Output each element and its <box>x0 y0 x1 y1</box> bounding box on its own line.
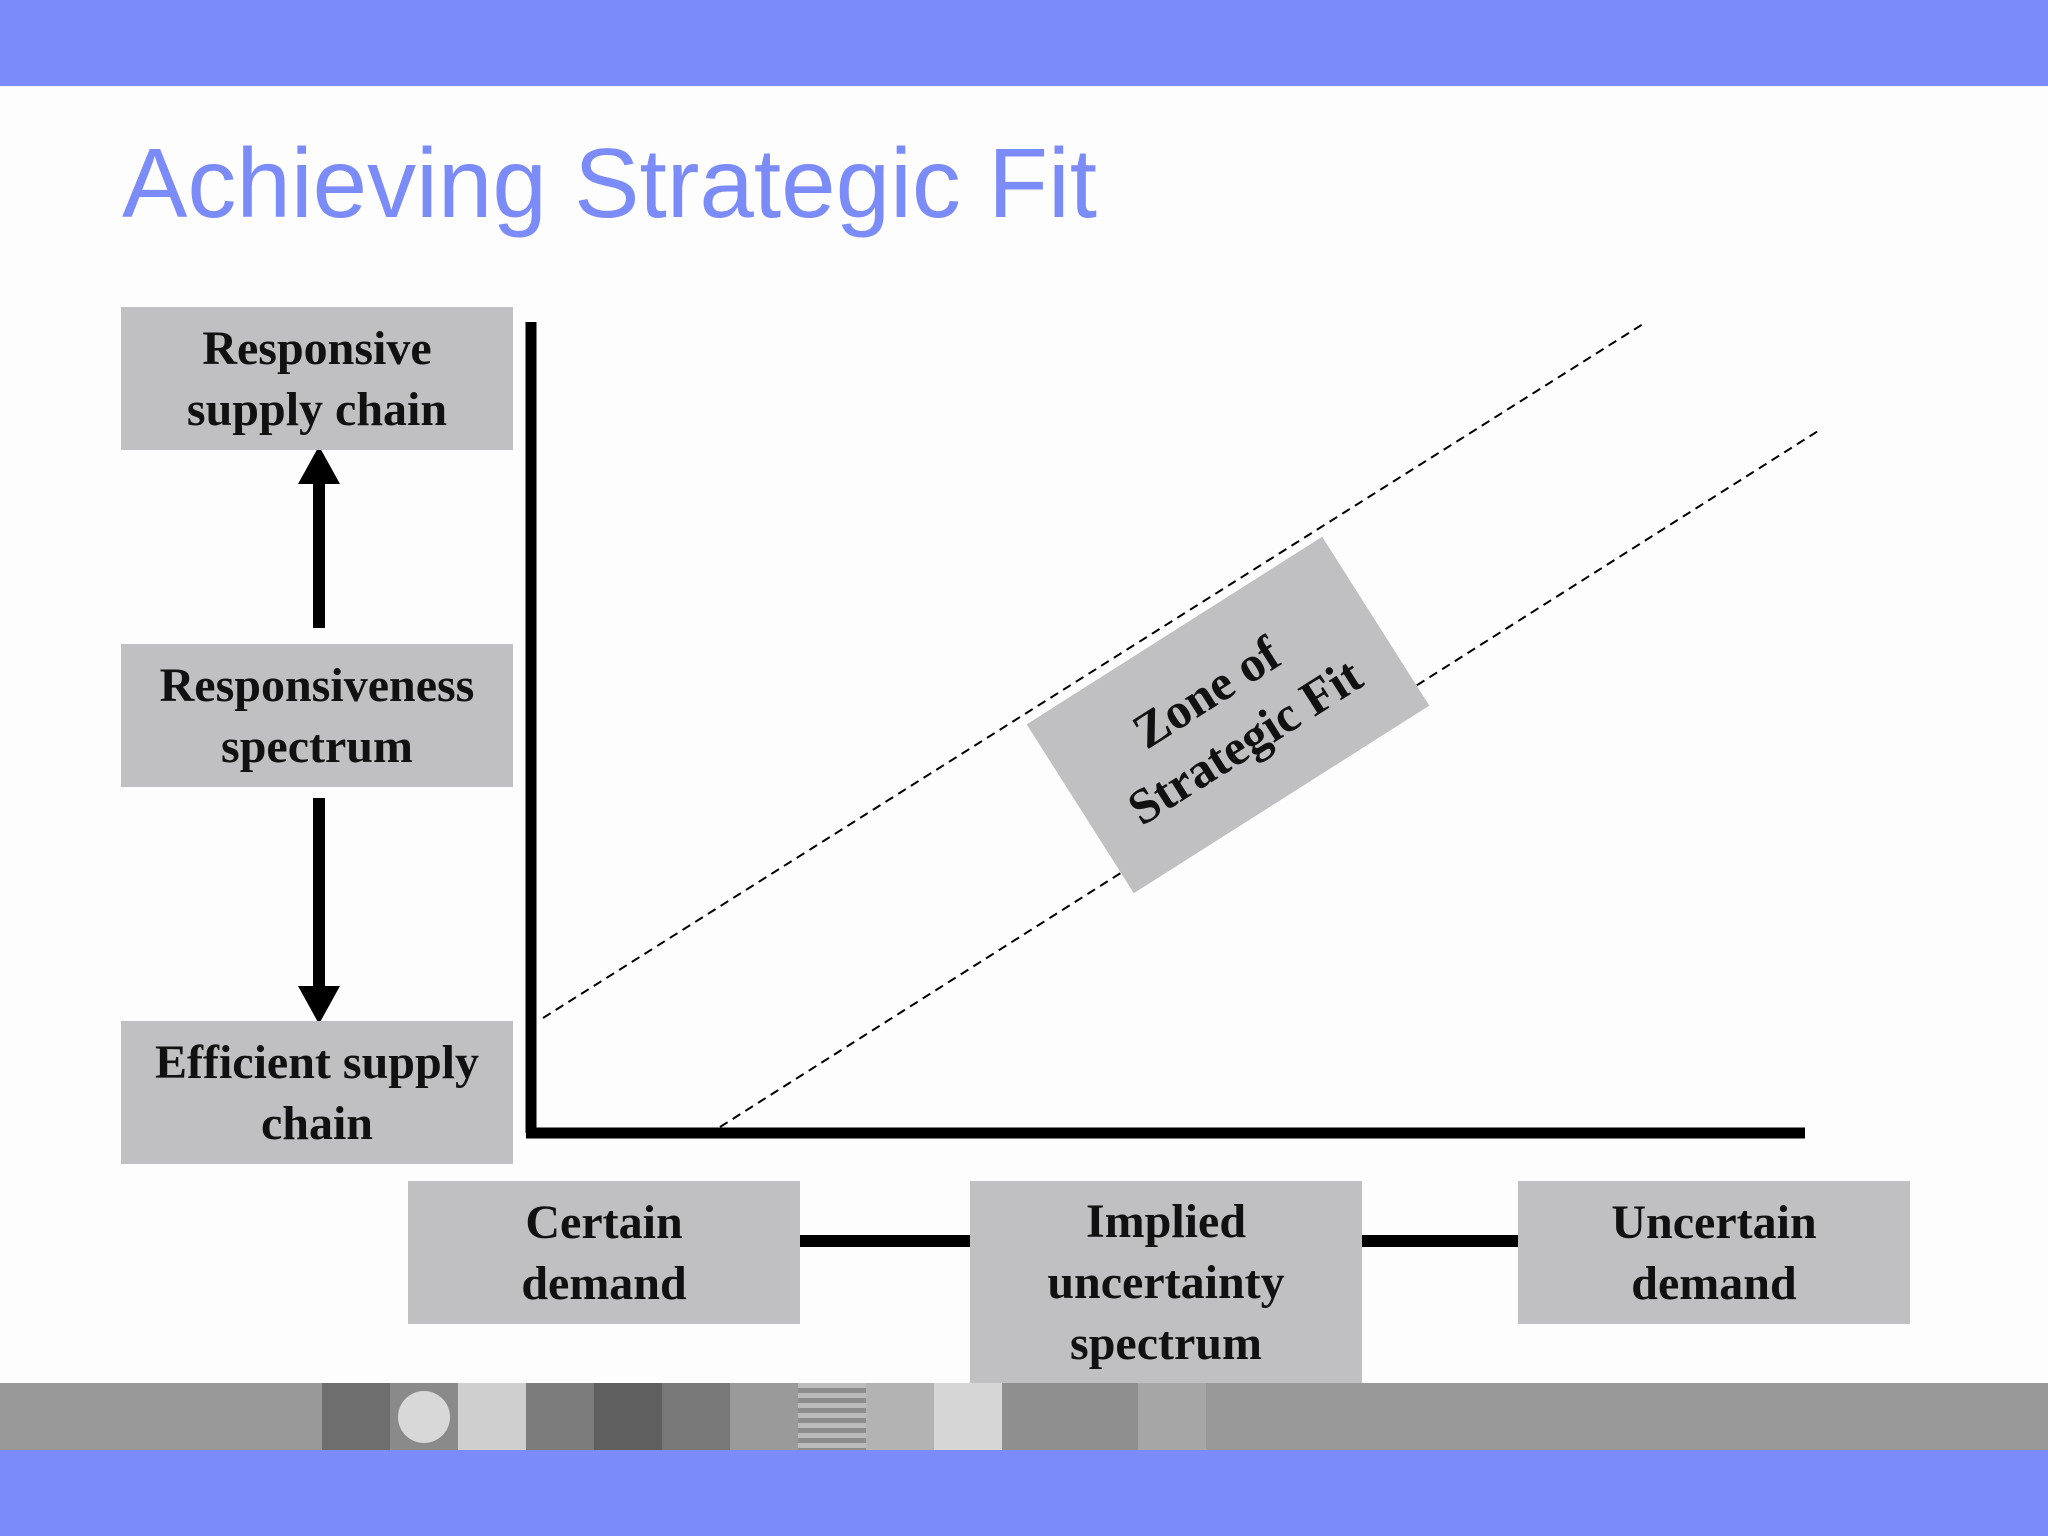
photo-tile <box>934 1383 1002 1450</box>
responsiveness-spectrum-label: Responsiveness spectrum <box>159 658 475 773</box>
responsiveness-spectrum-box: Responsiveness spectrum <box>121 644 513 787</box>
top-accent-band <box>0 0 2048 86</box>
arrow-up-head <box>298 446 340 484</box>
bottom-accent-band <box>0 1450 2048 1536</box>
arrow-down-head <box>298 986 340 1024</box>
certain-demand-box: Certain demand <box>408 1181 800 1324</box>
uncertain-demand-box: Uncertain demand <box>1518 1181 1910 1324</box>
implied-uncertainty-spectrum-box: Implied uncertainty spectrum <box>970 1181 1362 1384</box>
implied-uncertainty-spectrum-label: Implied uncertainty spectrum <box>1047 1195 1285 1370</box>
slide-title: Achieving Strategic Fit <box>122 128 1097 238</box>
responsive-supply-chain-box: Responsive supply chain <box>121 307 513 450</box>
zone-upper-boundary <box>542 323 1644 1019</box>
efficient-supply-chain-box: Efficient supply chain <box>121 1021 513 1164</box>
photo-tile <box>730 1383 798 1450</box>
photo-tile <box>390 1383 458 1450</box>
photo-tile <box>1002 1383 1138 1450</box>
photo-tile <box>866 1383 934 1450</box>
decorative-photo-strip <box>0 1383 2048 1450</box>
photo-tile <box>322 1383 390 1450</box>
uncertain-demand-label: Uncertain demand <box>1611 1195 1817 1310</box>
efficient-supply-chain-label: Efficient supply chain <box>154 1035 480 1150</box>
zone-label-box <box>1026 536 1430 894</box>
photo-tile <box>526 1383 594 1450</box>
certain-demand-label: Certain demand <box>521 1195 687 1310</box>
photo-tile <box>1138 1383 1206 1450</box>
photo-tile <box>798 1383 866 1450</box>
responsive-supply-chain-label: Responsive supply chain <box>186 321 448 436</box>
photo-tile <box>594 1383 662 1450</box>
zone-of-strategic-fit: Zone of Strategic Fit <box>1026 536 1430 894</box>
photo-tile <box>458 1383 526 1450</box>
photo-tile <box>662 1383 730 1450</box>
